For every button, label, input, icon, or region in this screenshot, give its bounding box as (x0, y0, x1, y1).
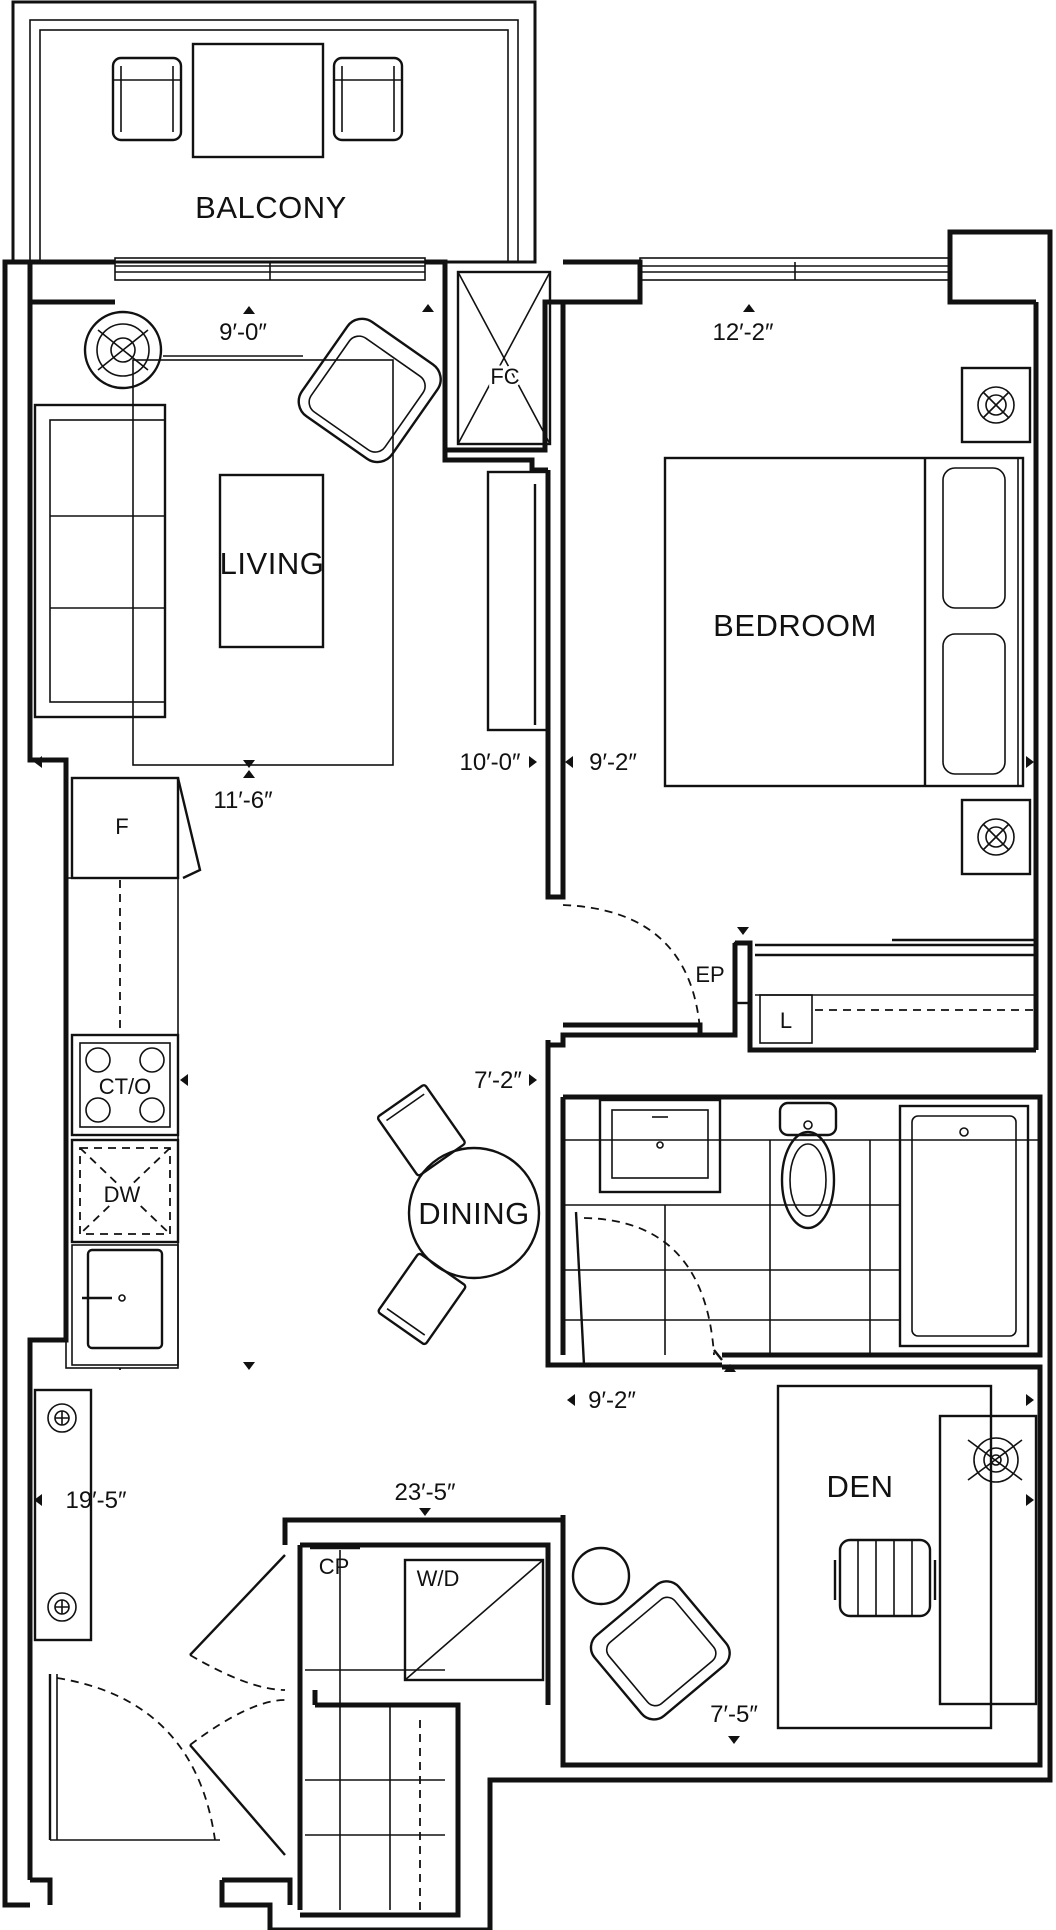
cp-label: CP (319, 1554, 350, 1579)
toilet (778, 1101, 838, 1230)
nightstand-top (960, 366, 1032, 444)
wall-lights (33, 1388, 93, 1642)
entry-door (48, 1674, 220, 1841)
windows (114, 257, 951, 281)
balcony: BALCONY (11, 0, 537, 264)
dim-den-width: 7′-5″ (710, 1701, 758, 1728)
balcony-table (191, 42, 325, 159)
fc-label: FC (490, 364, 519, 389)
den-armchair (589, 1580, 731, 1721)
cp-panel: CP (310, 1546, 360, 1579)
dim-living-width: 9′-0″ (219, 319, 267, 346)
dimensions: 9′-0″ 12′-2″ 11′-6″ 10′-0″ 9′-2″ 7′-2″ 9… (34, 304, 1034, 1744)
side-table (571, 1546, 631, 1606)
bedroom-door (562, 904, 701, 1031)
bath-door (574, 1211, 723, 1366)
dining-chair-top (376, 1084, 466, 1177)
balcony-chair-left (111, 56, 183, 142)
balcony-label: BALCONY (195, 190, 347, 225)
dim-bedroom-width: 12′-2″ (712, 319, 774, 346)
sofa (33, 403, 167, 719)
dw-label: DW (104, 1182, 141, 1207)
dim-bedroom-depth-left: 10′-0″ (459, 749, 521, 776)
linen-label: L (780, 1008, 792, 1033)
washer-dryer: W/D (403, 1558, 545, 1682)
laundry-bifold-doors (189, 1554, 286, 1856)
cooktop-label: CT/O (99, 1074, 152, 1099)
armchair (297, 317, 442, 464)
dining-table (407, 1146, 541, 1280)
dim-unit-width: 23′-5″ (394, 1479, 456, 1506)
kitchen: F CT/O DW (65, 776, 202, 1370)
bedroom-label: BEDROOM (713, 608, 877, 643)
entry-floor-tiles (305, 1550, 445, 1910)
den-rug (776, 1384, 993, 1730)
fc-closet: FC (456, 270, 552, 446)
bathroom (563, 1098, 1040, 1366)
linen-closet: L (755, 938, 1036, 1044)
bedroom: BEDROOM EP L (562, 366, 1036, 1044)
desk-lamp (967, 1437, 1023, 1483)
den-desk (938, 1414, 1038, 1706)
area-rug (132, 359, 394, 766)
bathtub (898, 1104, 1030, 1348)
dim-living-depth: 11′-6″ (213, 787, 273, 814)
walls (2, 229, 1053, 1930)
wd-label: W/D (417, 1566, 460, 1591)
nightstand-bottom (960, 798, 1032, 876)
den-label: DEN (827, 1469, 894, 1504)
balcony-chair-right (332, 56, 404, 142)
coffee-table (218, 473, 325, 649)
dim-bath-width: 9′-2″ (588, 1387, 636, 1414)
ep-label: EP (695, 962, 724, 987)
media-unit (486, 470, 550, 732)
sink (71, 1244, 179, 1366)
fridge-label: F (115, 814, 128, 839)
dining-chair-bottom (377, 1252, 467, 1346)
dishwasher: DW (70, 1138, 180, 1244)
entry: CP W/D (33, 1388, 545, 1910)
bed (663, 456, 1025, 788)
cooktop: CT/O (70, 1033, 180, 1137)
dim-kitchen-width: 7′-2″ (474, 1067, 522, 1094)
dim-bedroom-depth-right: 9′-2″ (589, 749, 637, 776)
dim-unit-length: 19′-5″ (65, 1487, 127, 1514)
dining: DINING (376, 1084, 541, 1346)
living-room: LIVING FC (33, 270, 552, 766)
dining-label: DINING (418, 1196, 530, 1231)
ep-panel: EP (695, 941, 752, 1005)
desk-chair (833, 1538, 937, 1618)
living-label: LIVING (220, 546, 325, 581)
floor-lamp (83, 310, 163, 390)
den: DEN (571, 1384, 1038, 1730)
vanity (598, 1098, 722, 1194)
